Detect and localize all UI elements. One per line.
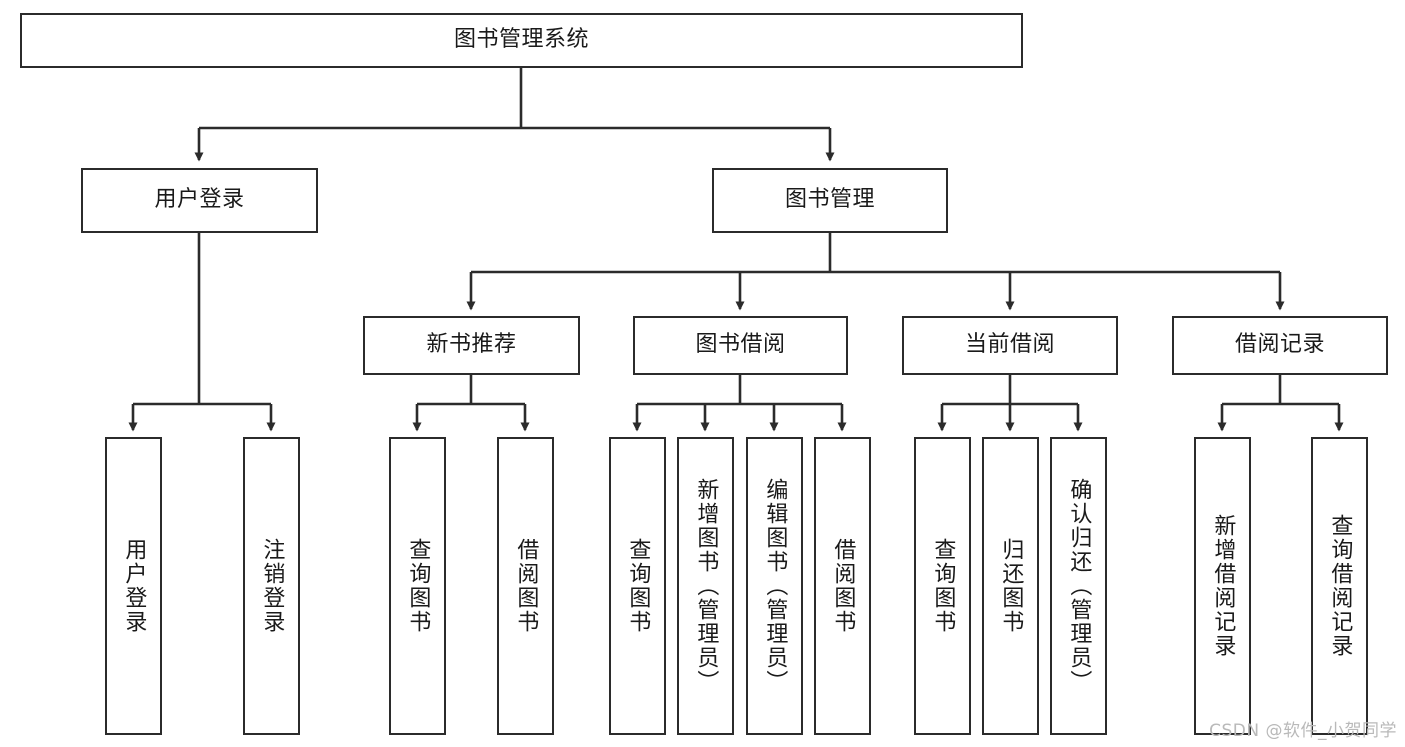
leaf-add-borrow-record[interactable]: 新增借阅记录 bbox=[1194, 437, 1251, 735]
node-root-book-management-system[interactable]: 图书管理系统 bbox=[20, 13, 1023, 68]
node-book-borrow[interactable]: 图书借阅 bbox=[633, 316, 848, 375]
node-label: 图书管理 bbox=[784, 187, 875, 213]
node-label: 确认归还（管理员） bbox=[1066, 478, 1092, 694]
node-label: 新增借阅记录 bbox=[1210, 514, 1236, 658]
node-user-login[interactable]: 用户登录 bbox=[81, 168, 318, 233]
leaf-query-book-recommend[interactable]: 查询图书 bbox=[389, 437, 446, 735]
node-label: 查询借阅记录 bbox=[1327, 514, 1353, 658]
node-current-borrow[interactable]: 当前借阅 bbox=[902, 316, 1118, 375]
node-label: 图书借阅 bbox=[695, 332, 786, 358]
leaf-return-book[interactable]: 归还图书 bbox=[982, 437, 1039, 735]
node-label: 查询图书 bbox=[930, 538, 956, 634]
node-book-management[interactable]: 图书管理 bbox=[712, 168, 948, 233]
node-label: 借阅图书 bbox=[513, 538, 539, 634]
leaf-borrow-book[interactable]: 借阅图书 bbox=[814, 437, 871, 735]
leaf-confirm-return-admin[interactable]: 确认归还（管理员） bbox=[1050, 437, 1107, 735]
node-label: 当前借阅 bbox=[964, 332, 1055, 358]
leaf-borrow-book-recommend[interactable]: 借阅图书 bbox=[497, 437, 554, 735]
node-label: 查询图书 bbox=[625, 538, 651, 634]
leaf-edit-book-admin[interactable]: 编辑图书（管理员） bbox=[746, 437, 803, 735]
leaf-query-borrow-record[interactable]: 查询借阅记录 bbox=[1311, 437, 1368, 735]
node-label: 用户登录 bbox=[121, 538, 147, 634]
leaf-logout-login[interactable]: 注销登录 bbox=[243, 437, 300, 735]
node-label: 用户登录 bbox=[154, 187, 245, 213]
node-label: 新增图书（管理员） bbox=[693, 478, 719, 694]
node-label: 查询图书 bbox=[405, 538, 431, 634]
leaf-add-book-admin[interactable]: 新增图书（管理员） bbox=[677, 437, 734, 735]
node-new-book-recommend[interactable]: 新书推荐 bbox=[363, 316, 580, 375]
csdn-watermark: CSDN @软件_小贺同学 bbox=[1209, 721, 1397, 741]
node-label: 编辑图书（管理员） bbox=[762, 478, 788, 694]
node-label: 图书管理系统 bbox=[453, 27, 589, 53]
node-label: 新书推荐 bbox=[426, 332, 517, 358]
node-label: 归还图书 bbox=[998, 538, 1024, 634]
node-borrow-record[interactable]: 借阅记录 bbox=[1172, 316, 1388, 375]
leaf-query-book-current[interactable]: 查询图书 bbox=[914, 437, 971, 735]
leaf-user-login[interactable]: 用户登录 bbox=[105, 437, 162, 735]
node-label: 注销登录 bbox=[259, 538, 285, 634]
node-label: 借阅记录 bbox=[1234, 332, 1325, 358]
leaf-query-book-borrow[interactable]: 查询图书 bbox=[609, 437, 666, 735]
node-label: 借阅图书 bbox=[830, 538, 856, 634]
